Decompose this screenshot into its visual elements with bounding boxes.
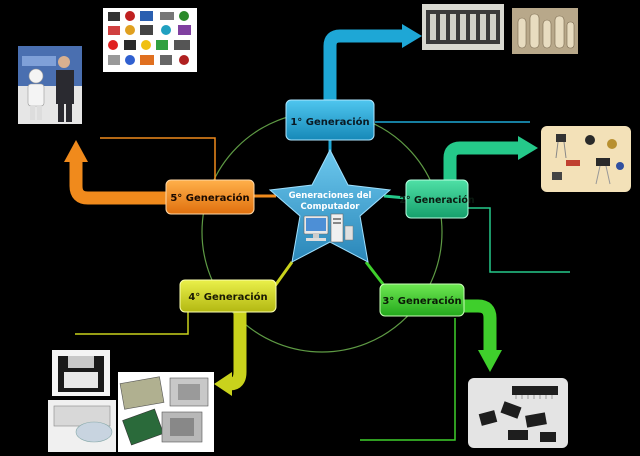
center-title-line1: Generaciones del	[289, 191, 372, 201]
node-gen4[interactable]: 4° Generación	[179, 279, 277, 313]
node-gen3[interactable]: 3° Generación	[379, 283, 465, 317]
node-gen1-label: 1° Generación	[290, 116, 369, 128]
arrow-gen5	[64, 140, 170, 205]
center-title-line2: Computador	[301, 202, 361, 212]
arrow-gen4	[214, 312, 247, 396]
node-gen2-label: 2° Generación	[399, 195, 475, 206]
robot-image	[18, 46, 82, 124]
computer-icon	[303, 213, 354, 243]
multimedia-icons-image	[103, 8, 197, 72]
arrow-gen2	[443, 136, 538, 180]
text-leader-lines	[75, 121, 570, 441]
node-gen4-label: 4° Generación	[188, 291, 267, 303]
node-gen2[interactable]: 2° Generación	[399, 179, 475, 219]
transistors-image	[541, 126, 631, 192]
node-gen5-label: 5° Generación	[170, 192, 249, 204]
arrow-gen1	[323, 24, 422, 100]
node-gen1[interactable]: 1° Generación	[285, 99, 375, 141]
center-star	[268, 148, 392, 263]
node-gen3-label: 3° Generación	[382, 295, 461, 307]
vacuum-tubes-image	[422, 4, 578, 54]
arrow-gen3	[462, 299, 502, 372]
microprocessors-image	[48, 350, 214, 452]
integrated-circuits-image	[468, 378, 568, 448]
node-gen5[interactable]: 5° Generación	[165, 179, 255, 215]
